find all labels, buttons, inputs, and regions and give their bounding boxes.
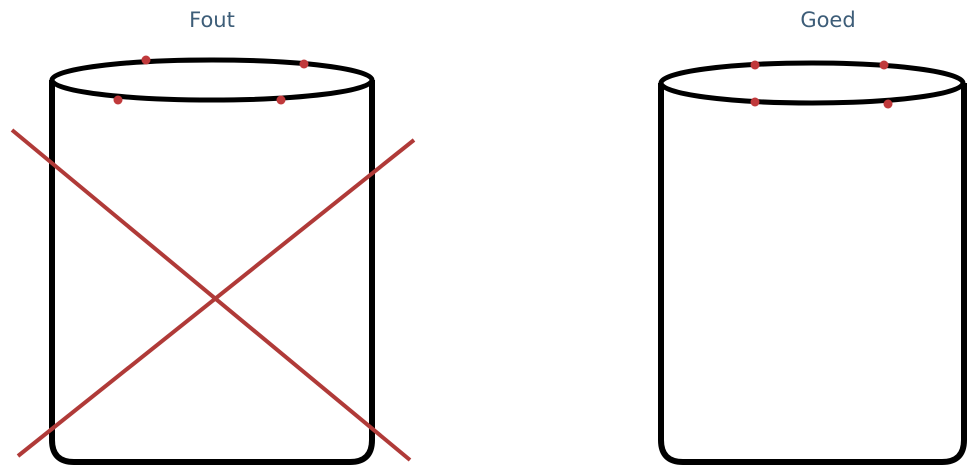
marker-dot — [277, 96, 286, 105]
cylinder-rim — [52, 60, 372, 100]
cylinder-body — [661, 83, 964, 462]
cylinder-rim — [661, 63, 963, 103]
marker-dot — [884, 100, 893, 109]
marker-dot — [751, 98, 760, 107]
cross-stroke — [12, 130, 410, 460]
marker-dot — [880, 61, 889, 70]
cross-stroke — [18, 140, 414, 456]
marker-dot — [142, 56, 151, 65]
cylinder-check-icon — [620, 0, 970, 465]
marker-dot — [751, 61, 760, 70]
cylinder-crossed-out-icon — [0, 0, 430, 465]
cylinder-body — [52, 80, 372, 462]
panel-wrong: Fout — [0, 0, 430, 465]
panel-correct: Goed — [620, 0, 970, 465]
marker-dot — [300, 60, 309, 69]
marker-dot — [114, 96, 123, 105]
